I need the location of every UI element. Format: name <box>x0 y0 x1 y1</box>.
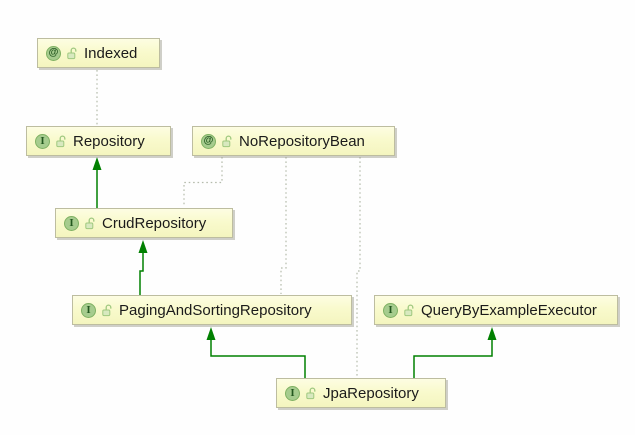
uml-node-norepositorybean[interactable]: @ NoRepositoryBean <box>192 126 395 156</box>
arrowhead-to-crudrepository <box>138 240 148 253</box>
annotation-icon: @ <box>201 133 216 149</box>
uml-node-indexed[interactable]: @ Indexed <box>37 38 160 68</box>
edge-norepositorybean-jparepository-dotted <box>356 157 361 377</box>
interface-icon: I <box>64 215 79 231</box>
uml-node-repository[interactable]: I Repository <box>26 126 171 156</box>
interface-icon: I <box>383 302 398 318</box>
arrowhead-to-querybyexampleexecutor <box>487 327 497 340</box>
uml-node-jparepository[interactable]: I JpaRepository <box>276 378 446 408</box>
edge-jparepository-extends-querybyexampleexecutor <box>413 339 493 378</box>
arrowhead-to-pagingandsortingrepository <box>206 327 216 340</box>
node-label: CrudRepository <box>102 214 207 232</box>
open-lock-icon <box>85 216 96 230</box>
open-lock-icon <box>222 134 233 148</box>
edge-norepositorybean-pagingandsortingrepository-dotted <box>280 157 287 294</box>
open-lock-icon <box>56 134 67 148</box>
uml-node-crudrepository[interactable]: I CrudRepository <box>55 208 233 238</box>
node-label: Repository <box>73 132 145 150</box>
uml-node-querybyexampleexecutor[interactable]: I QueryByExampleExecutor <box>374 295 618 325</box>
node-label: PagingAndSortingRepository <box>119 301 312 319</box>
interface-icon: I <box>35 133 50 149</box>
uml-node-pagingandsortingrepository[interactable]: I PagingAndSortingRepository <box>72 295 352 325</box>
open-lock-icon <box>404 303 415 317</box>
edge-jparepository-extends-pagingandsortingrepository <box>210 339 306 378</box>
node-label: Indexed <box>84 44 138 62</box>
node-label: NoRepositoryBean <box>239 132 365 150</box>
annotation-icon: @ <box>46 45 61 61</box>
edge-norepositorybean-crudrepository-dotted <box>183 157 223 207</box>
open-lock-icon <box>102 303 113 317</box>
open-lock-icon <box>67 46 78 60</box>
interface-icon: I <box>81 302 96 318</box>
open-lock-icon <box>306 386 317 400</box>
node-label: JpaRepository <box>323 384 419 402</box>
edge-pagingandsortingrepository-extends-crudrepository <box>139 252 144 295</box>
node-label: QueryByExampleExecutor <box>421 301 597 319</box>
arrowhead-to-repository <box>92 157 102 170</box>
interface-icon: I <box>285 385 300 401</box>
